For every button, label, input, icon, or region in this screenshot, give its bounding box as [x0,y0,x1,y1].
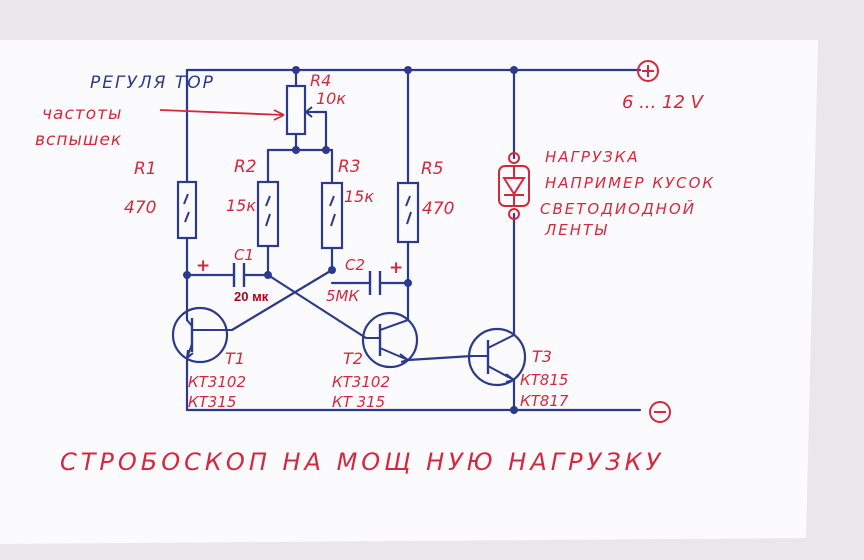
r4-value: 10к [316,89,346,108]
cross-wire-b [230,268,334,332]
c1-plus: + [196,256,210,276]
r5-value: 470 [422,199,454,219]
potentiometer-r4 [285,84,316,136]
r3-value: 15к [344,187,374,206]
load-label-4: ЛЕНТЫ [544,221,608,239]
load-label-3: СВЕТОДИОДНОЙ [540,199,696,218]
load-label-1: НАГРУЗКА [545,148,640,166]
supply-voltage: 6 ... 12 V [622,92,705,113]
t2-name: T2 [343,349,363,368]
schematic-title: СТРОБОСКОП НА МОЩ НУЮ НАГРУЗКУ [60,448,664,476]
cross-wire-a [266,273,368,340]
t1-model-2: КТ315 [188,393,236,411]
resistor-r1 [176,180,198,240]
t1-name: T1 [225,349,245,368]
regulator-label-3: вспышек [35,130,122,150]
c2-plus: + [389,258,403,278]
t3-model-2: КТ817 [520,392,569,410]
r2-name: R2 [234,157,257,177]
t3-model-1: КТ815 [520,371,568,389]
t2-model-2: КТ 315 [332,393,385,411]
r4-wiper-wire [312,110,328,152]
t1-model-1: КТ3102 [188,373,246,391]
r1-value: 470 [124,198,156,218]
transistor-t2 [361,311,419,369]
t2-to-t3-wire [406,354,474,362]
regulator-label-2: частоты [42,104,122,124]
minus-terminal-icon [649,401,671,423]
transistor-t1 [171,306,232,364]
regulator-arrow-icon [159,109,285,121]
resistor-r3 [320,181,344,250]
c2-name: C2 [345,256,365,274]
c1-name: C1 [234,246,254,264]
capacitor-c2 [368,271,382,295]
resistor-r5 [396,181,420,244]
t3-name: T3 [532,347,552,366]
load-led-icon [498,152,530,220]
t2-model-1: КТ3102 [332,373,390,391]
load-label-2: НАПРИМЕР КУСОК [545,174,715,192]
r3-name: R3 [338,157,361,177]
r4-name: R4 [310,71,331,90]
c2-value: 5МК [326,287,360,305]
c1-value: 20 мк [234,289,269,304]
r2-value: 15к [226,196,256,215]
r5-name: R5 [421,159,444,179]
plus-terminal-icon [637,60,659,82]
transistor-t3 [467,327,527,387]
regulator-label-1: РЕГУЛЯ ТОР [90,73,215,93]
capacitor-c1 [232,263,246,287]
junction-dots [183,66,518,414]
resistor-r2 [256,180,280,248]
r1-name: R1 [134,159,157,179]
